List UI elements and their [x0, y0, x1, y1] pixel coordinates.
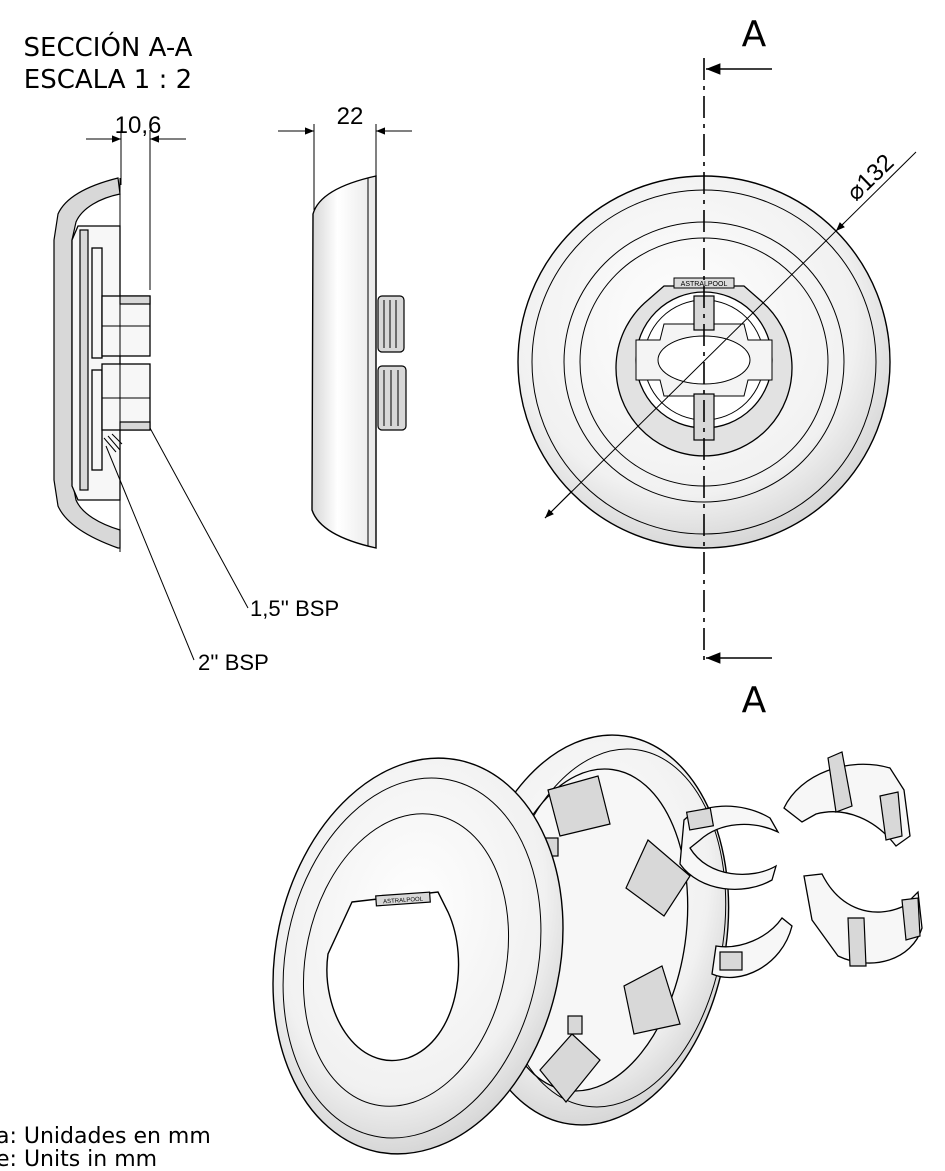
dim-label-section-width: 10,6: [115, 112, 162, 139]
rib-3: [91, 369, 103, 471]
callout-thread-small: 1,5'' BSP: [250, 596, 339, 621]
fitting-upper-thread: [119, 295, 151, 305]
cover-opening: [326, 891, 460, 1061]
exploded-cover: ASTRALPOOL: [272, 757, 564, 1155]
dim-label-side-width: 22: [337, 103, 364, 130]
rib-2: [91, 247, 103, 359]
cover-brand-text: ASTRALPOOL: [383, 897, 424, 906]
diameter-line: [544, 151, 917, 519]
exploded-clip-small: [679, 805, 793, 979]
exploded-view: ASTRALPOOL: [272, 734, 923, 1155]
note-line-2: e: Units in mm: [0, 1147, 157, 1171]
cut-letter-top: A: [742, 14, 767, 55]
callout-thread-large: 2'' BSP: [198, 650, 269, 675]
side-connector-lower: [377, 365, 407, 431]
note-line-1: a: Unidades en mm: [0, 1124, 211, 1149]
side-connector-upper: [377, 295, 405, 353]
exploded-clip-large: [783, 751, 923, 967]
fitting-lower: [101, 363, 151, 431]
leader-small: [149, 427, 249, 609]
section-scale: ESCALA 1 : 2: [24, 65, 192, 95]
section-title: SECCIÓN A-A: [24, 31, 193, 63]
leader-large: [105, 445, 195, 661]
front-brand-text: ASTRALPOOL: [681, 281, 728, 288]
fitting-lower-thread: [119, 421, 151, 431]
cut-letter-bottom: A: [742, 680, 767, 721]
section-view: 10,6 1,5'' BSP 2'' BSP: [53, 112, 339, 675]
front-view: ASTRALPOOL A A ⌀132: [517, 14, 917, 721]
rib-1: [79, 229, 89, 491]
cover-profile: [53, 177, 121, 549]
side-view: 22: [278, 103, 412, 549]
side-dome: [311, 175, 377, 549]
